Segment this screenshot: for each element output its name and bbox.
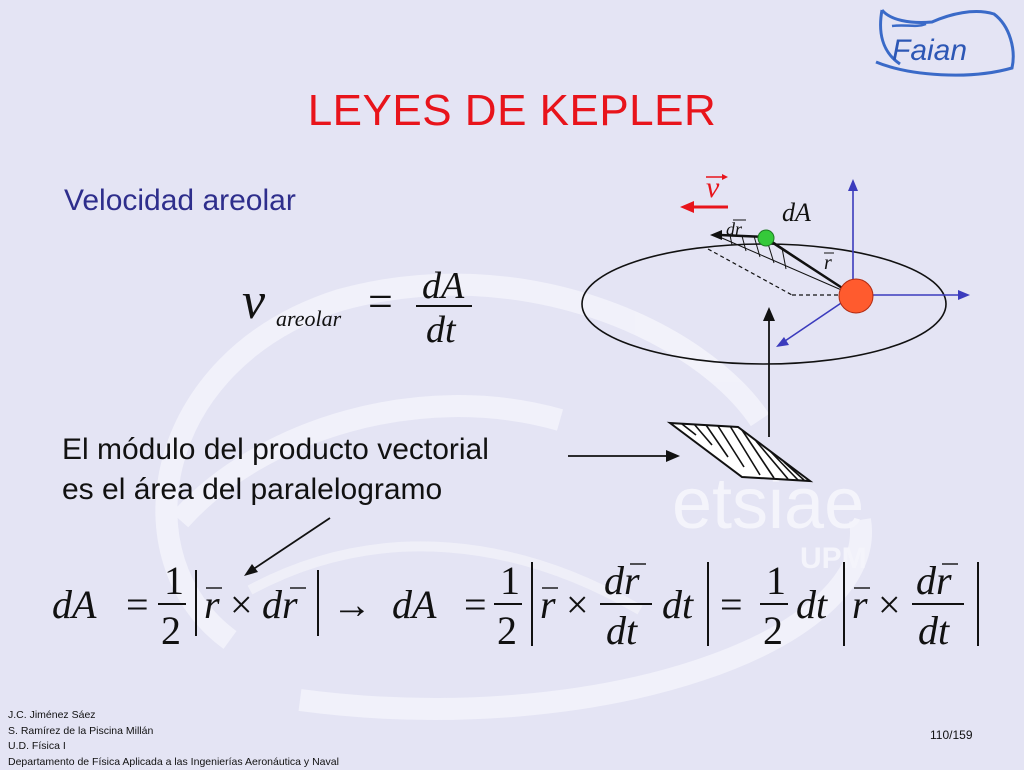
beq-r-1: r: [204, 582, 220, 627]
beq-dr-num-2: dr: [604, 558, 640, 603]
beq-times-3: ×: [878, 582, 901, 627]
beq-arrow: →: [332, 582, 372, 627]
beq-times-1: ×: [230, 582, 253, 627]
page-number: 110/159: [930, 728, 973, 742]
beq-dt-den-2: dt: [606, 608, 638, 653]
beq-two-3: 2: [763, 608, 783, 653]
footer-author-2: S. Ramírez de la Piscina Millán: [8, 724, 339, 740]
beq-eq-3: =: [720, 582, 743, 627]
beq-one-1: 1: [164, 558, 184, 603]
beq-eq-1: =: [126, 582, 149, 627]
beq-dr-1: dr: [262, 582, 298, 627]
beq-dt-den-3: dt: [918, 608, 950, 653]
bottom-equation: dA = 1 2 r × dr → dA = 1 2 r × dr dt dt …: [40, 552, 990, 662]
beq-one-2: 1: [500, 558, 520, 603]
beq-dt-3: dt: [796, 582, 828, 627]
beq-one-3: 1: [766, 558, 786, 603]
arrow-to-parallelogram-head: [666, 450, 680, 462]
beq-dA-1: dA: [52, 582, 97, 627]
beq-r-3: r: [852, 582, 868, 627]
beq-r-2: r: [540, 582, 556, 627]
beq-dr-num-3: dr: [916, 558, 952, 603]
beq-dt-2: dt: [662, 582, 694, 627]
footer-credits: J.C. Jiménez Sáez S. Ramírez de la Pisci…: [8, 708, 339, 770]
beq-two-1: 2: [161, 608, 181, 653]
footer-unit: U.D. Física I: [8, 739, 339, 755]
beq-dA-2: dA: [392, 582, 437, 627]
footer-author-1: J.C. Jiménez Sáez: [8, 708, 339, 724]
beq-times-2: ×: [566, 582, 589, 627]
beq-two-2: 2: [497, 608, 517, 653]
beq-eq-2: =: [464, 582, 487, 627]
